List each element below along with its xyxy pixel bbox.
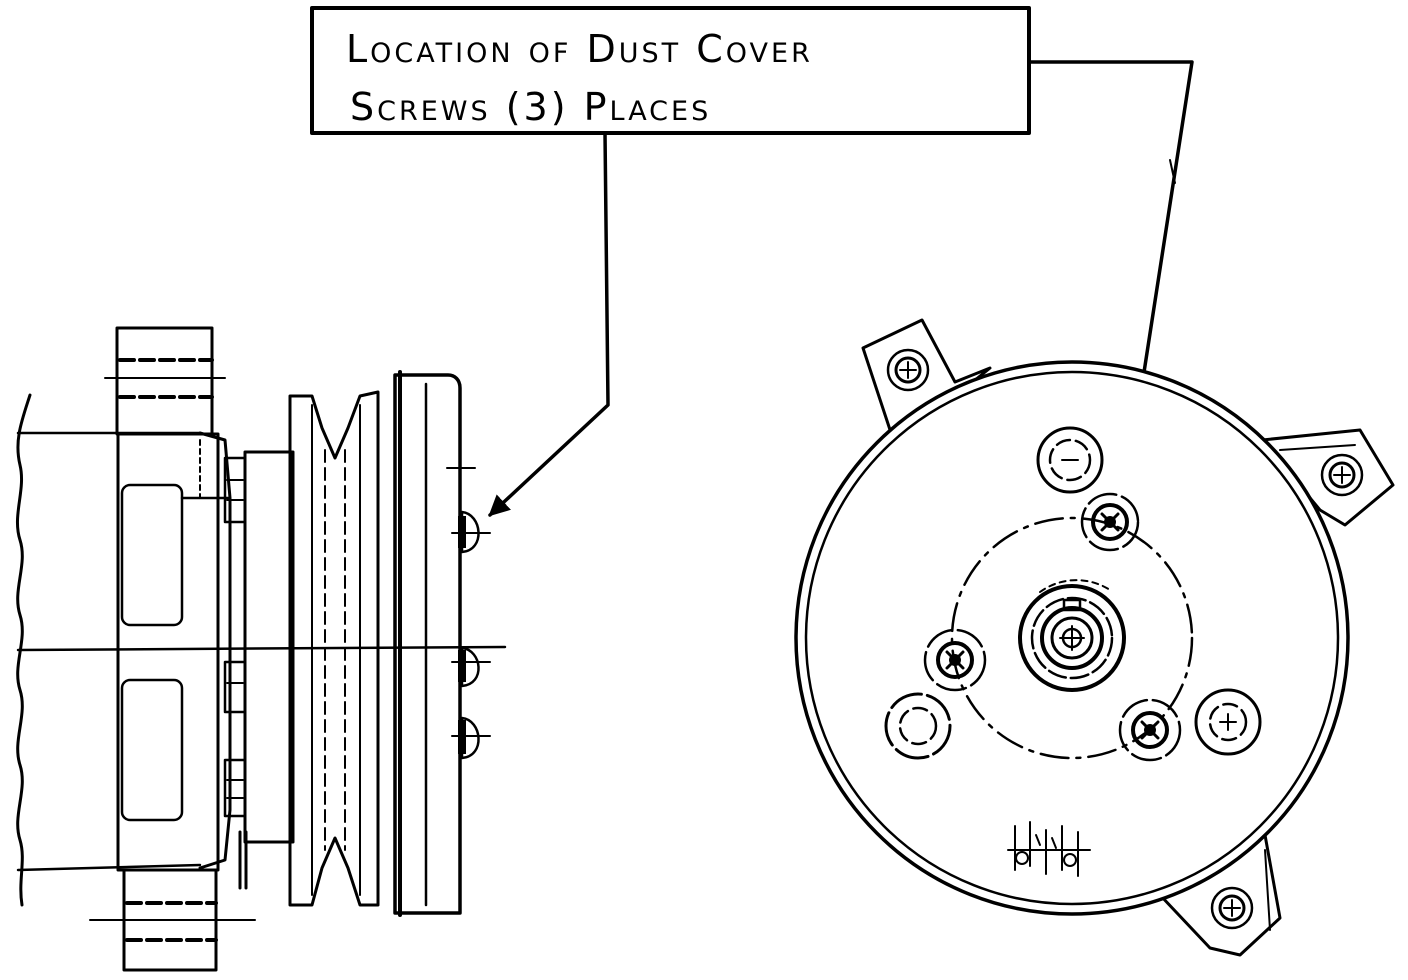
leader-line-left (488, 131, 610, 517)
compressor-front-view (794, 318, 1395, 957)
terminal-cluster (1007, 821, 1091, 877)
centerline (16, 645, 507, 652)
dust-cover-screw-2 (923, 628, 987, 692)
callout-label-box: Location of Dust Cover Screws (3) Places (310, 6, 1031, 135)
bolt-circle (950, 516, 1194, 760)
break-line (15, 393, 32, 907)
mounting-lug-right (1260, 428, 1395, 527)
pulley-groove-profile (288, 390, 380, 907)
leader-line-right (1027, 60, 1194, 511)
side-screw-middle (451, 646, 491, 688)
callout-line-2: Screws (3) Places (350, 85, 711, 129)
compressor-side-view (15, 326, 507, 972)
dust-cover-screw-1 (1080, 492, 1140, 552)
face-hole-left (884, 692, 952, 760)
side-screw-lower (451, 716, 491, 760)
side-screw-upper (446, 449, 491, 554)
callout-line-1: Location of Dust Cover (346, 27, 813, 71)
face-hole-right (1194, 688, 1262, 756)
face-hole-top (1036, 426, 1104, 494)
center-hub (1018, 579, 1126, 692)
clutch-plate-inner-rim (804, 370, 1340, 906)
dust-cover-screw-3 (1118, 698, 1182, 762)
